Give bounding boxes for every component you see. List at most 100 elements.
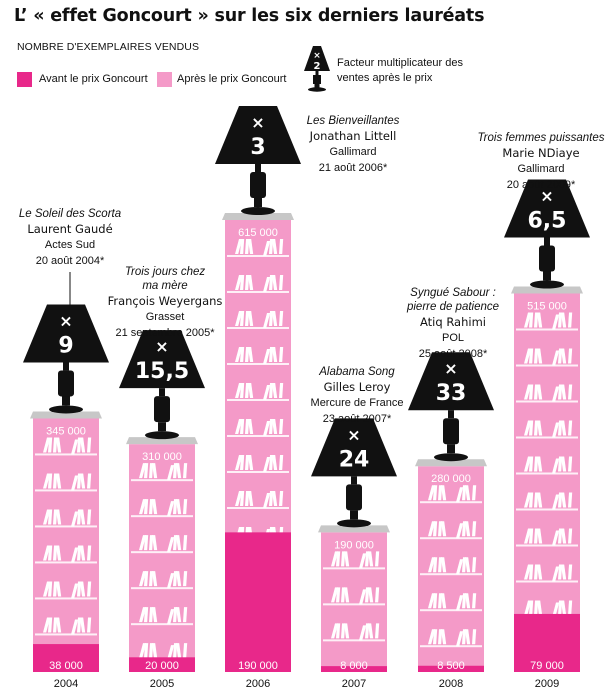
shelf-line-2009-0 — [516, 328, 578, 331]
books-2004-0 — [43, 437, 92, 455]
books-2009-4 — [524, 456, 573, 474]
shelf-line-2004-4 — [35, 597, 97, 600]
lamp-foot-2008 — [447, 444, 455, 454]
books-2004-5 — [43, 617, 92, 635]
shelf-line-2005-1 — [131, 515, 193, 518]
label-after-2006: 615 000 — [238, 227, 278, 239]
shelf-line-2006-4 — [227, 399, 289, 401]
shelf-line-2004-2 — [35, 525, 97, 528]
lamp-base-2009 — [530, 280, 564, 289]
shelf-line-2009-1 — [516, 364, 578, 367]
shelf-line-2004-1 — [35, 489, 97, 492]
bar-before-2006 — [225, 532, 291, 672]
author-name: Laurent Gaudé — [27, 222, 113, 236]
legend-lamp-times: × — [313, 51, 321, 61]
shelf-top-2004 — [30, 411, 102, 419]
lamp-foot-2007 — [350, 510, 358, 520]
books-2009-1 — [524, 348, 573, 366]
legend-before-swatch — [17, 72, 32, 87]
books-2008-4 — [428, 629, 477, 647]
laureate-2009: Trois femmes puissantes Marie NDiaye Gal… — [468, 131, 614, 193]
label-before-2008: 8 500 — [437, 660, 465, 672]
shelf-line-2005-4 — [131, 623, 193, 626]
shelf-line-2008-3 — [420, 609, 482, 612]
author-name: Marie NDiaye — [502, 146, 580, 160]
shelf-line-2006-0 — [227, 255, 289, 257]
laureate-2007: Alabama Song Gilles Leroy Mercure de Fra… — [297, 365, 417, 427]
shelf-line-2004-0 — [35, 453, 97, 456]
label-before-2006: 190 000 — [238, 660, 278, 672]
book-title-line-1: Syngué Sabour : — [410, 287, 496, 299]
lamp-shade-2005 — [119, 330, 205, 389]
book-title: Trois femmes puissantes — [477, 132, 605, 144]
books-2007-0 — [331, 551, 380, 569]
books-2009-7 — [524, 564, 573, 582]
lamp-shade-2004 — [23, 304, 109, 363]
label-after-2005: 310 000 — [142, 451, 182, 463]
publisher: Gallimard — [329, 146, 377, 158]
lamp-neck-2009 — [544, 237, 550, 246]
books-2005-0 — [139, 463, 188, 481]
lamp-base-2004 — [49, 405, 83, 414]
lamp-foot-2009 — [543, 271, 551, 281]
multiplier-value-2005: 15,5 — [135, 359, 189, 384]
x-tick-2005: 2005 — [150, 678, 174, 690]
legend-after-swatch — [157, 72, 172, 87]
lamp-body-2008 — [443, 418, 459, 445]
laureate-2004: Le Soleil des Scorta Laurent Gaudé Actes… — [0, 207, 140, 269]
x-tick-2006: 2006 — [246, 678, 270, 690]
books-2006-1 — [235, 275, 284, 292]
x-tick-2009: 2009 — [535, 678, 559, 690]
legend-after-label: Après le prix Goncourt — [177, 73, 287, 85]
shelf-top-2008 — [415, 459, 487, 467]
books-2006-0 — [235, 239, 284, 256]
shelf-line-2006-2 — [227, 327, 289, 329]
label-before-2009: 79 000 — [530, 660, 564, 672]
bar-after-2005 — [129, 444, 195, 672]
publisher: Grasset — [145, 311, 185, 323]
bar-before-2004 — [33, 644, 99, 672]
bar-before-2009 — [514, 613, 580, 672]
publisher: POL — [441, 332, 464, 344]
lamp-body-2009 — [539, 245, 555, 272]
shelf-line-2008-4 — [420, 645, 482, 648]
author-name: François Weyergans — [107, 294, 223, 308]
books-2005-4 — [139, 607, 188, 625]
x-tick-2004: 2004 — [54, 678, 78, 690]
shelf-line-2008-1 — [420, 537, 482, 540]
bar-before-2008 — [418, 665, 484, 672]
lamp-shade-2009 — [504, 179, 590, 238]
prize-date: 25 août 2008* — [418, 348, 488, 360]
shelf-top-2005 — [126, 437, 198, 445]
books-2004-4 — [43, 581, 92, 599]
books-2005-2 — [139, 535, 188, 553]
shelf-line-2005-2 — [131, 551, 193, 554]
multiplier-value-2009: 6,5 — [528, 208, 567, 233]
label-after-2009: 515 000 — [527, 300, 567, 312]
lamp-neck-2007 — [351, 476, 357, 485]
shelf-line-2004-3 — [35, 561, 97, 564]
lamp-base-2006 — [241, 207, 275, 215]
shelf-line-2009-7 — [516, 580, 578, 583]
lamp-foot-2004 — [62, 396, 70, 406]
books-2009-6 — [524, 528, 573, 546]
books-2006-5 — [235, 419, 284, 436]
books-2004-2 — [43, 509, 92, 527]
x-tick-2008: 2008 — [439, 678, 463, 690]
books-2008-3 — [428, 593, 477, 611]
prize-date: 23 août 2007* — [322, 413, 392, 425]
book-title-line-2: ma mère — [142, 280, 188, 292]
book-title: Alabama Song — [319, 366, 395, 378]
multiplier-value-2008: 33 — [436, 381, 467, 406]
lamp-body-2004 — [58, 370, 74, 397]
author-name: Jonathan Littell — [309, 129, 397, 143]
laureate-2006: Les Bienveillantes Jonathan Littell Gall… — [293, 114, 413, 176]
prize-date: 20 août 2004* — [35, 255, 105, 267]
books-2008-0 — [428, 485, 477, 503]
books-2007-1 — [331, 587, 380, 605]
label-before-2004: 38 000 — [49, 660, 83, 672]
books-2006-2 — [235, 311, 284, 328]
shelf-line-2009-3 — [516, 436, 578, 439]
